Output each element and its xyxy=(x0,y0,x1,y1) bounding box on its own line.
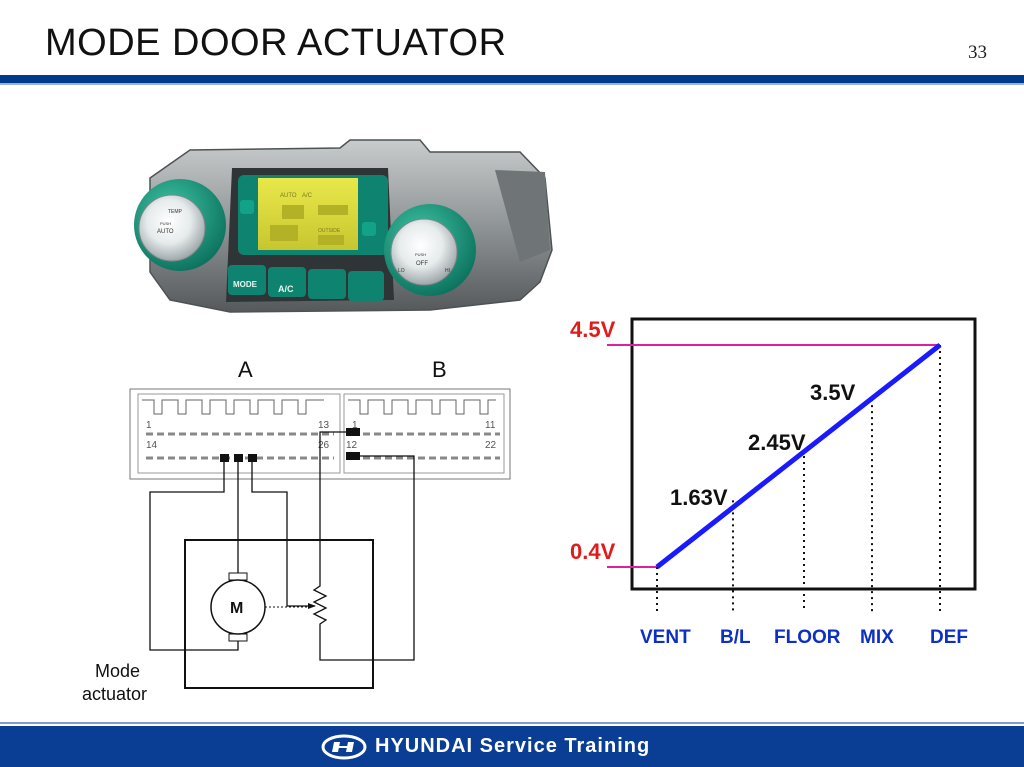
rear-defrost-button[interactable] xyxy=(362,222,376,236)
connector-b-tabs xyxy=(348,399,496,415)
pin-a-used-2 xyxy=(234,454,243,462)
defrost-button[interactable] xyxy=(240,200,254,214)
pin-a-used-3 xyxy=(248,454,257,462)
connector-b-block xyxy=(343,393,505,474)
page-number: 33 xyxy=(968,42,987,63)
potentiometer-resistor xyxy=(312,578,328,632)
ac-button[interactable] xyxy=(268,267,306,297)
voltage-point-label-3: 3.5V xyxy=(810,380,856,405)
motor-brush-top xyxy=(228,572,248,581)
potentiometer-wiper xyxy=(308,603,316,609)
pin-b-11: 11 xyxy=(485,420,496,431)
connector-a-block xyxy=(137,393,341,474)
hyundai-logo-icon xyxy=(321,734,367,760)
pin-a-14: 14 xyxy=(146,440,158,451)
voltage-point-label-2: 2.45V xyxy=(748,430,806,455)
pin-b-1: 1 xyxy=(352,420,358,431)
voltage-low-label: 0.4V xyxy=(570,539,616,564)
header-bar xyxy=(0,75,1024,83)
motor: M xyxy=(210,572,313,642)
display-mode-icon xyxy=(270,225,298,241)
fan-knob-lo-label: LO xyxy=(398,268,405,274)
pin-a-13: 13 xyxy=(318,420,330,431)
display-fan-bars xyxy=(318,205,348,215)
footer-brand: HYUNDAI Service Training xyxy=(375,735,651,757)
mode-label-mix: MIX xyxy=(860,627,894,648)
pin-b-12: 12 xyxy=(346,440,358,451)
potentiometer xyxy=(308,578,328,632)
connector-b-label: B xyxy=(432,357,447,382)
slide-title: MODE DOOR ACTUATOR xyxy=(45,22,507,64)
temp-knob[interactable] xyxy=(138,194,206,262)
header-bar-accent xyxy=(0,83,1024,85)
actuator-wiring xyxy=(149,431,415,689)
wire-sensor-ground xyxy=(319,455,415,661)
mode-button-label: MODE xyxy=(233,280,258,289)
fan-knob-push-label: PUSH xyxy=(415,252,426,257)
defog-button[interactable] xyxy=(348,271,384,301)
footer-bar xyxy=(0,726,1024,767)
pin-a-1: 1 xyxy=(146,420,152,431)
voltage-high-label: 4.5V xyxy=(570,317,616,342)
temp-knob-auto-label: AUTO xyxy=(157,229,174,235)
mode-button[interactable] xyxy=(228,265,266,295)
wire-motor-neg xyxy=(149,462,239,651)
temp-knob-push-label: PUSH xyxy=(160,221,171,226)
display-ac-text: A/C xyxy=(302,193,313,199)
wire-sensor-ref xyxy=(319,431,348,578)
motor-brush-bottom xyxy=(228,633,248,642)
actuator-caption-line1: Mode xyxy=(95,661,140,681)
recirc-button[interactable] xyxy=(308,269,346,299)
display-temp-digits xyxy=(282,205,304,219)
voltage-point-label-1: 1.63V xyxy=(670,485,728,510)
fan-knob[interactable] xyxy=(390,218,458,286)
pin-b-22: 22 xyxy=(485,440,497,451)
fan-knob-hi-label: HI xyxy=(445,268,450,274)
mode-label-vent: VENT xyxy=(640,627,691,648)
mode-label-floor: FLOOR xyxy=(774,627,841,648)
mode-label-def: DEF xyxy=(930,627,968,648)
voltage-curve xyxy=(655,343,942,569)
pin-b-used-1 xyxy=(346,428,360,436)
ac-button-label: A/C xyxy=(278,284,294,294)
actuator-housing xyxy=(184,539,374,689)
actuator-caption-line2: actuator xyxy=(82,684,147,704)
display-outside-text: OUTSIDE xyxy=(318,228,341,234)
display-outside-digits xyxy=(318,235,344,245)
connector-a-tabs xyxy=(142,399,324,415)
climate-control-panel: AUTO A/C OUTSIDE MODE A/C TEMP PUSH AUTO… xyxy=(134,139,553,313)
pin-a-26: 26 xyxy=(318,440,330,451)
temp-knob-label: TEMP xyxy=(168,209,183,215)
mode-label-bl: B/L xyxy=(720,627,751,648)
footer-accent xyxy=(0,722,1024,724)
display-auto-text: AUTO xyxy=(280,193,297,199)
wire-sensor-signal xyxy=(251,462,315,607)
fan-knob-off-label: OFF xyxy=(416,261,428,267)
motor-label: M xyxy=(230,600,243,617)
pin-a-used-1 xyxy=(220,454,229,462)
connector-a-label: A xyxy=(238,357,253,382)
